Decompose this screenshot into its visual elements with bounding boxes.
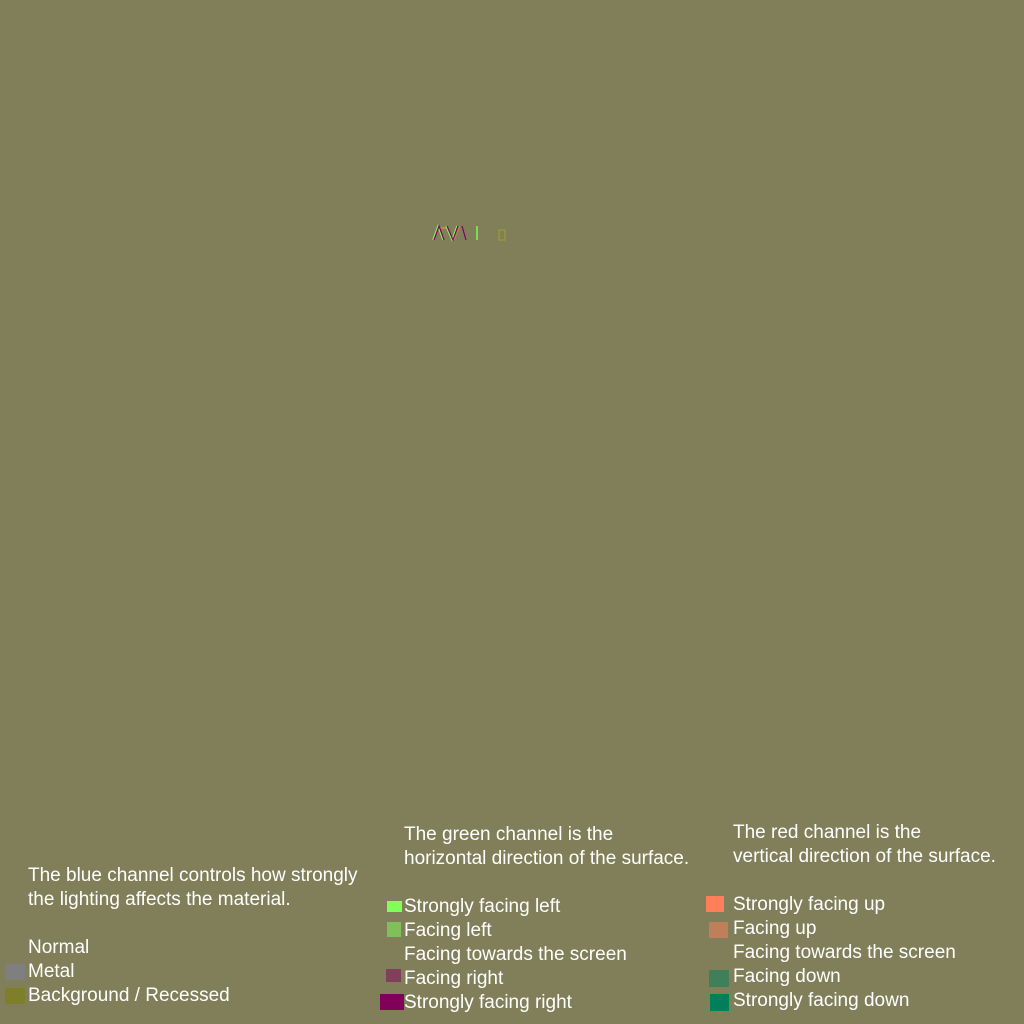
red-item-facing-up: Facing up: [733, 918, 817, 939]
facing-up-swatch: [709, 922, 728, 938]
facing-left-swatch: [387, 922, 401, 937]
facing-right-swatch: [386, 969, 401, 982]
red-channel-description-line2: vertical direction of the surface.: [733, 846, 996, 867]
strongly-facing-left-swatch: [387, 901, 402, 912]
sprite-icon: [432, 223, 506, 242]
background-recessed-swatch: [5, 988, 25, 1004]
green-item-strongly-facing-left: Strongly facing left: [404, 896, 561, 917]
strongly-facing-up-swatch: [706, 896, 724, 912]
green-channel-description-line2: horizontal direction of the surface.: [404, 848, 690, 869]
red-item-facing-down: Facing down: [733, 966, 841, 987]
green-item-facing-left: Facing left: [404, 920, 492, 941]
green-item-facing-right: Facing right: [404, 968, 504, 989]
strongly-facing-right-swatch: [380, 994, 404, 1010]
red-channel-description-line1: The red channel is the: [733, 822, 922, 843]
blue-item-background-recessed: Background / Recessed: [28, 985, 230, 1006]
facing-down-swatch: [709, 970, 729, 987]
green-item-strongly-facing-right: Strongly facing right: [404, 992, 572, 1013]
blue-item-normal: Normal: [28, 937, 90, 958]
green-channel-description-line1: The green channel is the: [404, 824, 614, 845]
strongly-facing-down-swatch: [710, 994, 729, 1011]
green-item-facing-towards-screen: Facing towards the screen: [404, 944, 627, 965]
metal-swatch: [5, 964, 25, 980]
red-item-facing-towards-screen: Facing towards the screen: [733, 942, 956, 963]
blue-channel-description-line1: The blue channel controls how strongly: [28, 865, 358, 886]
red-item-strongly-facing-up: Strongly facing up: [733, 894, 886, 915]
blue-item-metal: Metal: [28, 961, 75, 982]
blue-channel-description-line2: the lighting affects the material.: [28, 889, 291, 910]
red-item-strongly-facing-down: Strongly facing down: [733, 990, 910, 1011]
